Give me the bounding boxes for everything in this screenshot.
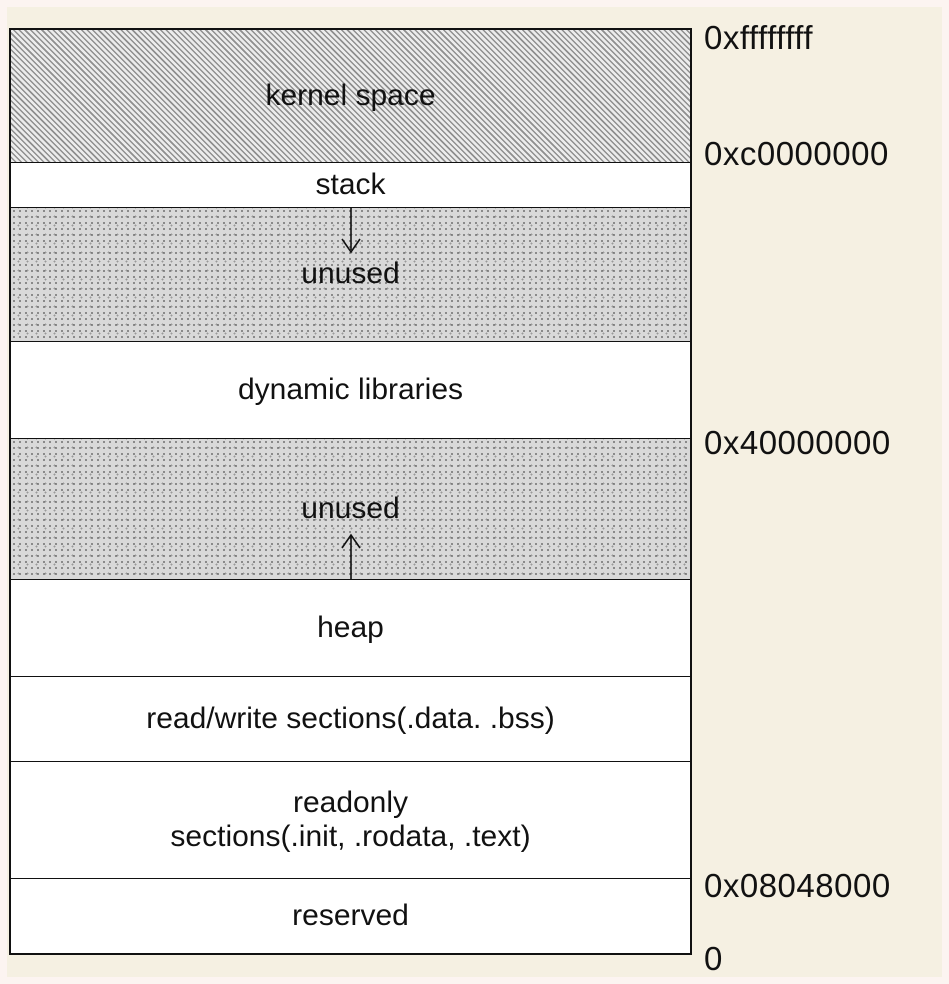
segment-kernel-space-label: kernel space [265, 78, 436, 112]
segment-unused-upper: unused [11, 208, 690, 342]
segment-stack: stack [11, 163, 690, 208]
segment-heap: heap [11, 580, 690, 677]
segment-unused-lower: unused [11, 439, 690, 580]
segment-unused-upper-label: unused [301, 257, 400, 291]
address-label-text-start: 0x08048000 [704, 867, 891, 904]
segment-kernel-space: kernel space [11, 30, 690, 163]
address-label-zero: 0 [704, 940, 723, 977]
address-label-kernel-boundary: 0xc0000000 [704, 135, 889, 172]
segment-reserved: reserved [11, 879, 690, 953]
stack-growth-down-arrow-icon [340, 208, 361, 254]
segment-readonly-sections: readonly sections(.init, .rodata, .text) [11, 762, 690, 879]
segment-dynamic-libraries-label: dynamic libraries [237, 372, 464, 406]
segment-read-write-sections-label: read/write sections(.data. .bss) [146, 701, 555, 735]
heap-growth-up-arrow-icon [340, 533, 361, 579]
segment-dynamic-libraries: dynamic libraries [11, 342, 690, 439]
segment-read-write-sections: read/write sections(.data. .bss) [11, 677, 690, 762]
segment-stack-label: stack [315, 167, 386, 201]
segment-heap-label: heap [317, 610, 384, 644]
segment-reserved-label: reserved [292, 898, 409, 932]
segment-readonly-sections-label: readonly sections(.init, .rodata, .text) [170, 785, 531, 854]
address-label-dynlib-boundary: 0x40000000 [704, 424, 891, 461]
memory-layout-diagram: kernel space stack unused dynamic librar… [9, 28, 692, 955]
segment-unused-lower-label: unused [301, 491, 400, 525]
address-label-top: 0xffffffff [704, 19, 814, 56]
